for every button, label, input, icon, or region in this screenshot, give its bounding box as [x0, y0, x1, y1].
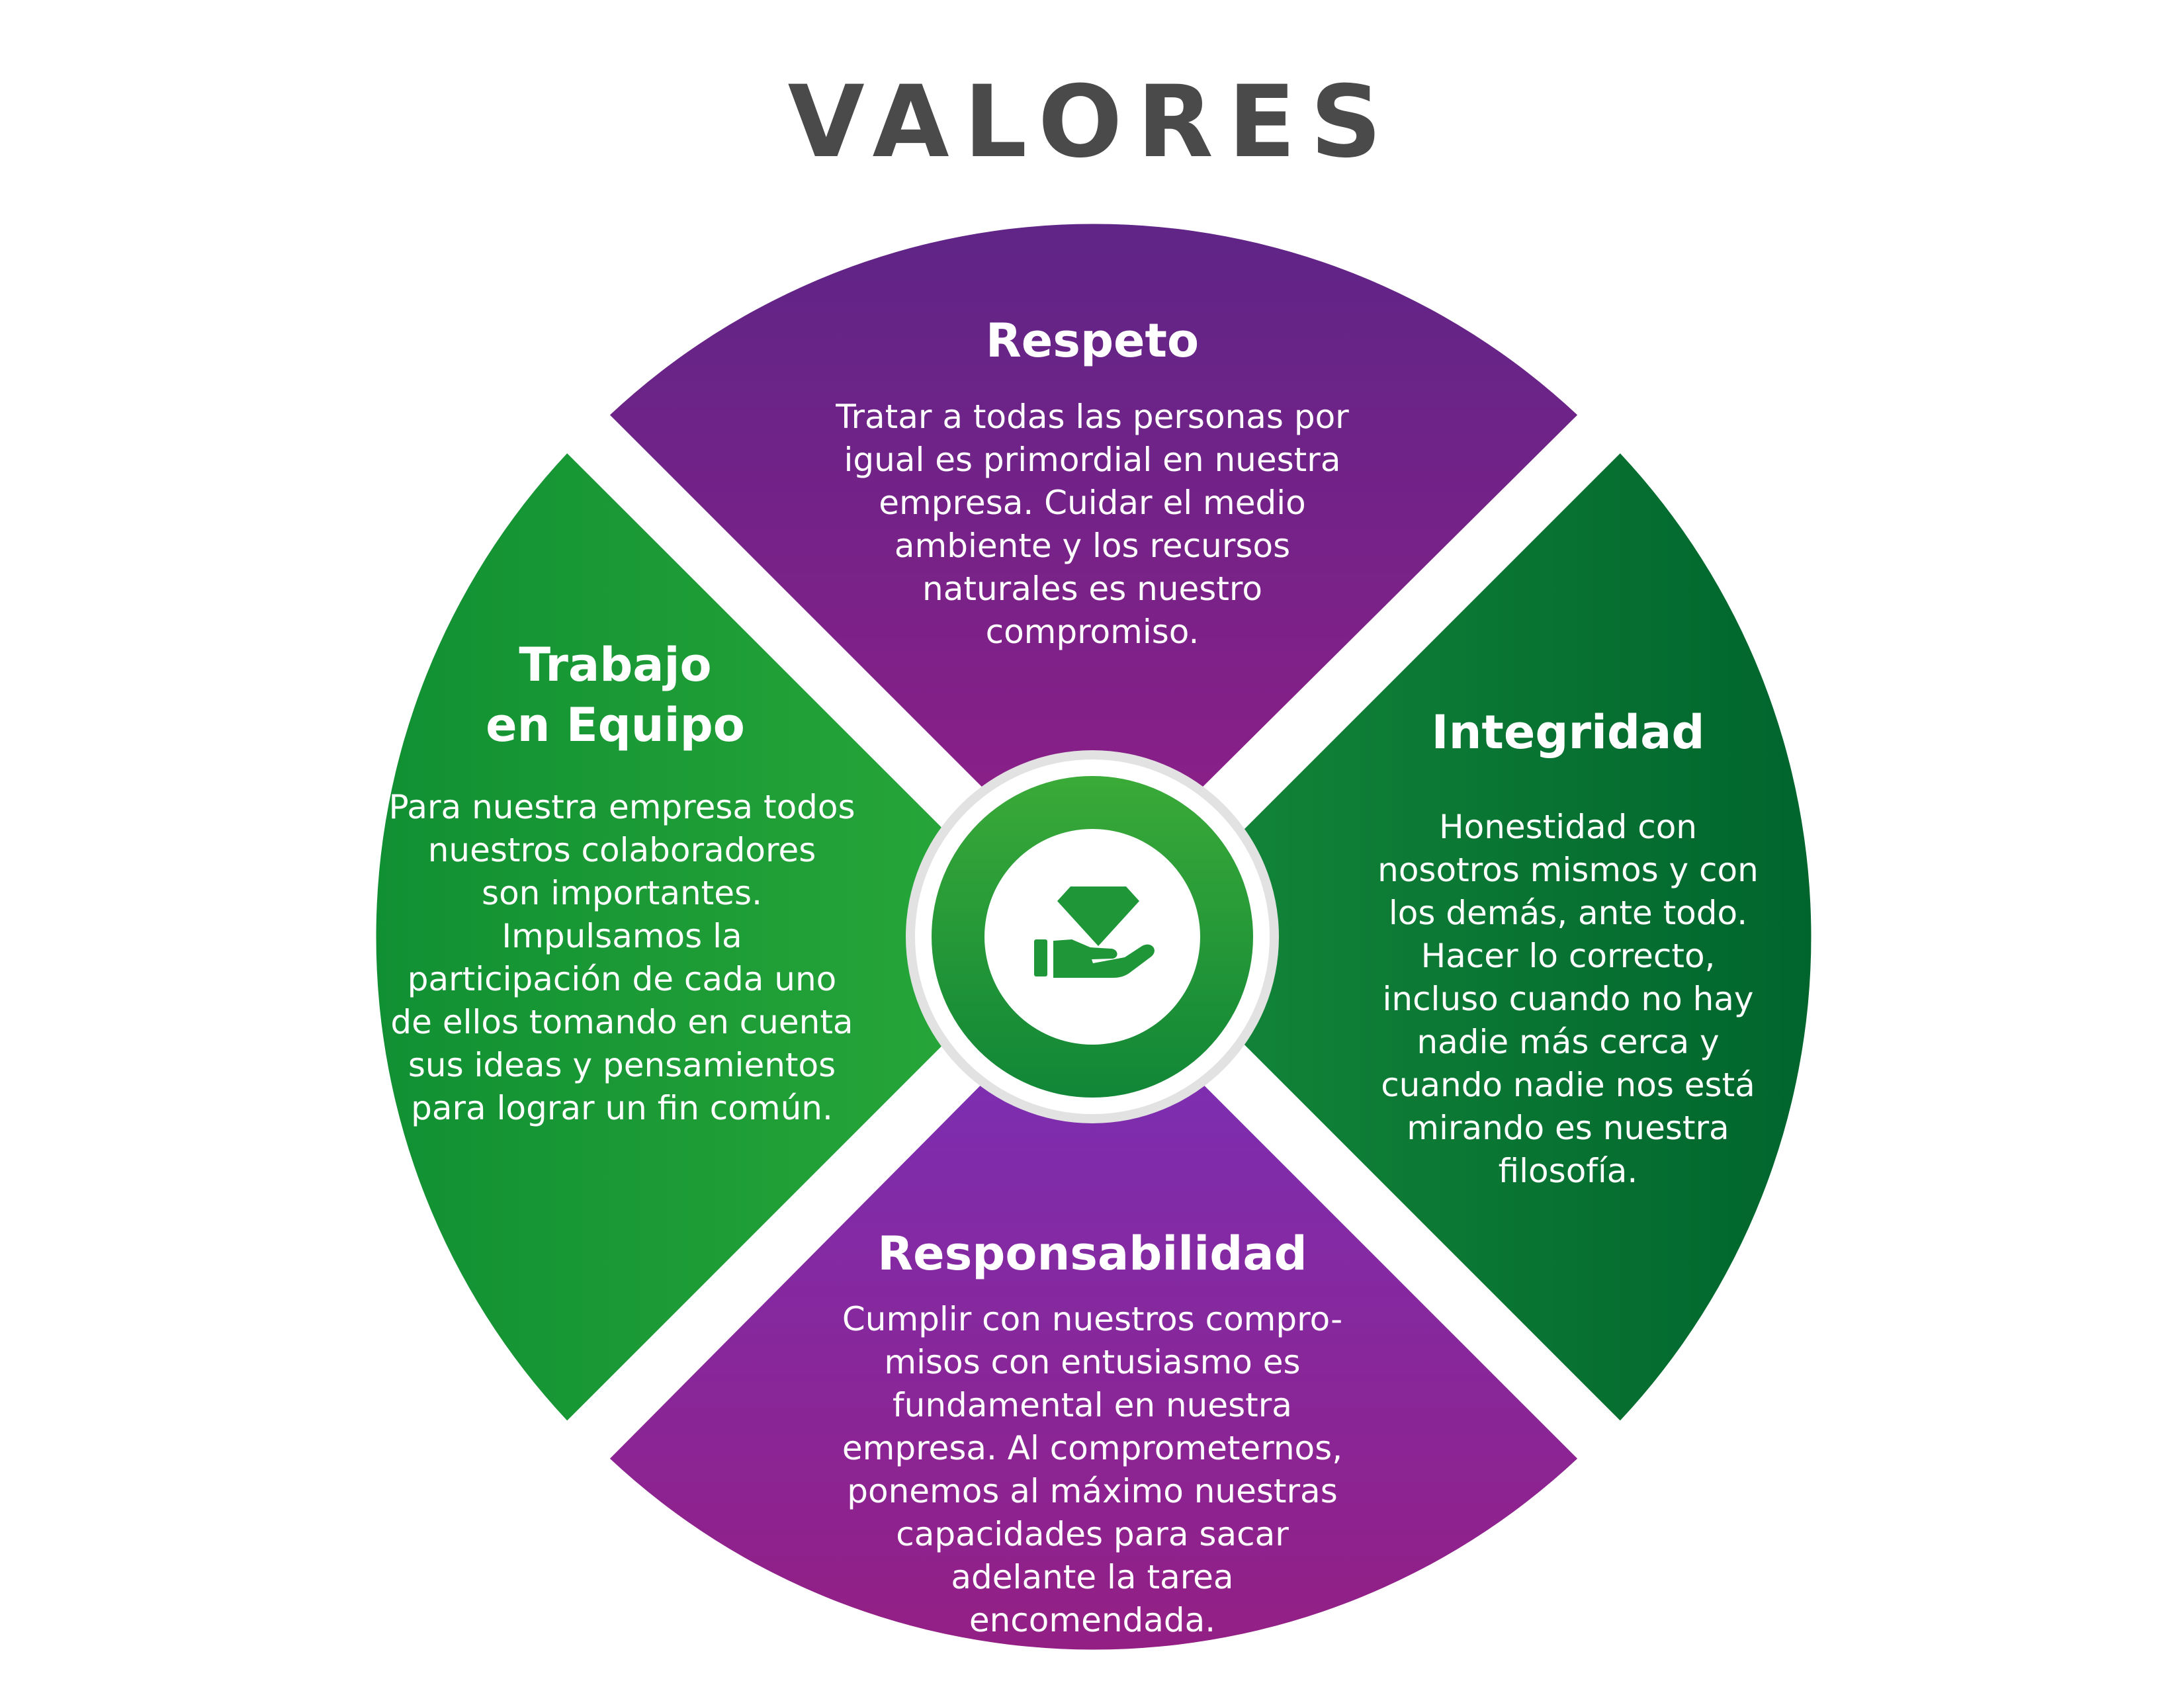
trabajo-title: Trabajo en Equipo: [486, 638, 745, 752]
page-title: VALORES: [787, 65, 1397, 180]
segment-integridad: [1130, 453, 1812, 1421]
integridad-text: Honestidad con nosotros mismos y con los…: [1377, 808, 1759, 1190]
segment-respeto: [609, 224, 1578, 865]
hand-diamond-icon: [1034, 887, 1155, 978]
segment-trabajo-equipo: [376, 453, 1054, 1421]
integridad-title: Integridad: [1431, 705, 1705, 759]
trabajo-text: Para nuestra empresa todos nuestros cola…: [388, 788, 855, 1127]
segment-responsabilidad: [609, 1005, 1578, 1650]
responsabilidad-title: Responsabilidad: [877, 1227, 1307, 1281]
responsabilidad-text: Cumplir con nuestros compro- misos con e…: [842, 1300, 1343, 1639]
respeto-title: Respeto: [985, 314, 1200, 368]
respeto-text: Tratar a todas las personas por igual es…: [836, 398, 1349, 651]
